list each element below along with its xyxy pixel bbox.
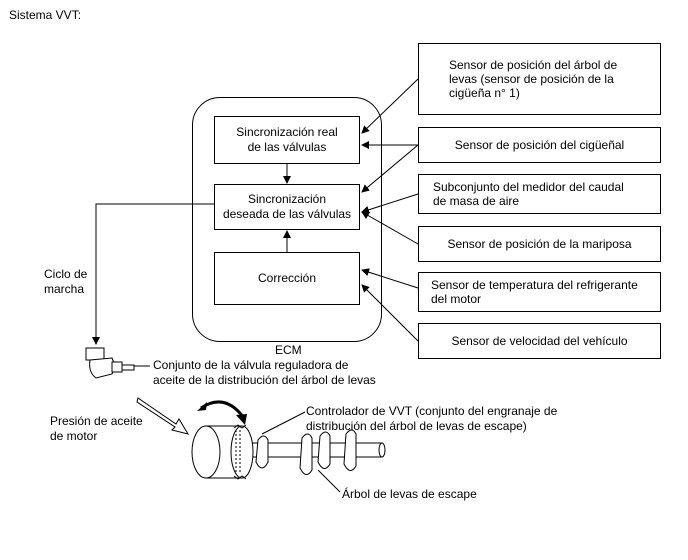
mass-air-flow-meter-box: Subconjunto del medidor del caudal de ma… [418, 174, 661, 214]
vvt-controller-drawing [191, 424, 254, 480]
arrow-duty-cycle-output [92, 203, 214, 345]
throttle-position-sensor-box: Sensor de posición de la mariposa [418, 226, 661, 262]
arrow-throttle-to-desired [361, 211, 419, 245]
vehicle-speed-sensor-box: Sensor de velocidad del vehículo [418, 323, 661, 359]
coolant-temperature-sensor-box: Sensor de temperatura del refrigerante d… [418, 272, 661, 312]
ecm-label: ECM [275, 343, 302, 357]
leader-exhaust-camshaft [317, 469, 341, 493]
oil-control-valve-label: Conjunto de la válvula reguladora de ace… [153, 358, 376, 387]
oil-control-valve-drawing [85, 347, 150, 379]
duty-cycle-label: Ciclo de marcha [44, 267, 88, 296]
camshaft-position-sensor-box: Sensor de posición del árbol de levas (s… [418, 43, 661, 115]
leader-vvt-controller [261, 411, 306, 435]
arrow-coolant-to-correction [361, 268, 419, 289]
arrow-crankshaft-to-desired [361, 144, 419, 193]
desired-valve-timing-block: Sincronización deseada de las válvulas [214, 184, 360, 230]
engine-oil-pressure-label: Presión de aceite de motor [50, 414, 143, 443]
vvt-controller-label: Controlador de VVT (conjunto del engrana… [306, 404, 558, 433]
crankshaft-position-sensor-box: Sensor de posición del cigüeñal [418, 127, 661, 163]
actual-valve-timing-block: Sincronización real de las válvulas [214, 116, 360, 164]
camshaft-drawing [249, 429, 386, 475]
arrow-camshaft-sensor [361, 78, 419, 134]
arrow-maf-to-desired [361, 193, 419, 214]
ecm-enclosure [192, 97, 382, 342]
correction-block: Corrección [214, 252, 360, 305]
oil-pressure-arrow [136, 397, 190, 435]
exhaust-camshaft-label: Árbol de levas de escape [342, 487, 477, 501]
page-title: Sistema VVT: [9, 8, 82, 22]
arrow-speed-to-correction [361, 284, 419, 342]
